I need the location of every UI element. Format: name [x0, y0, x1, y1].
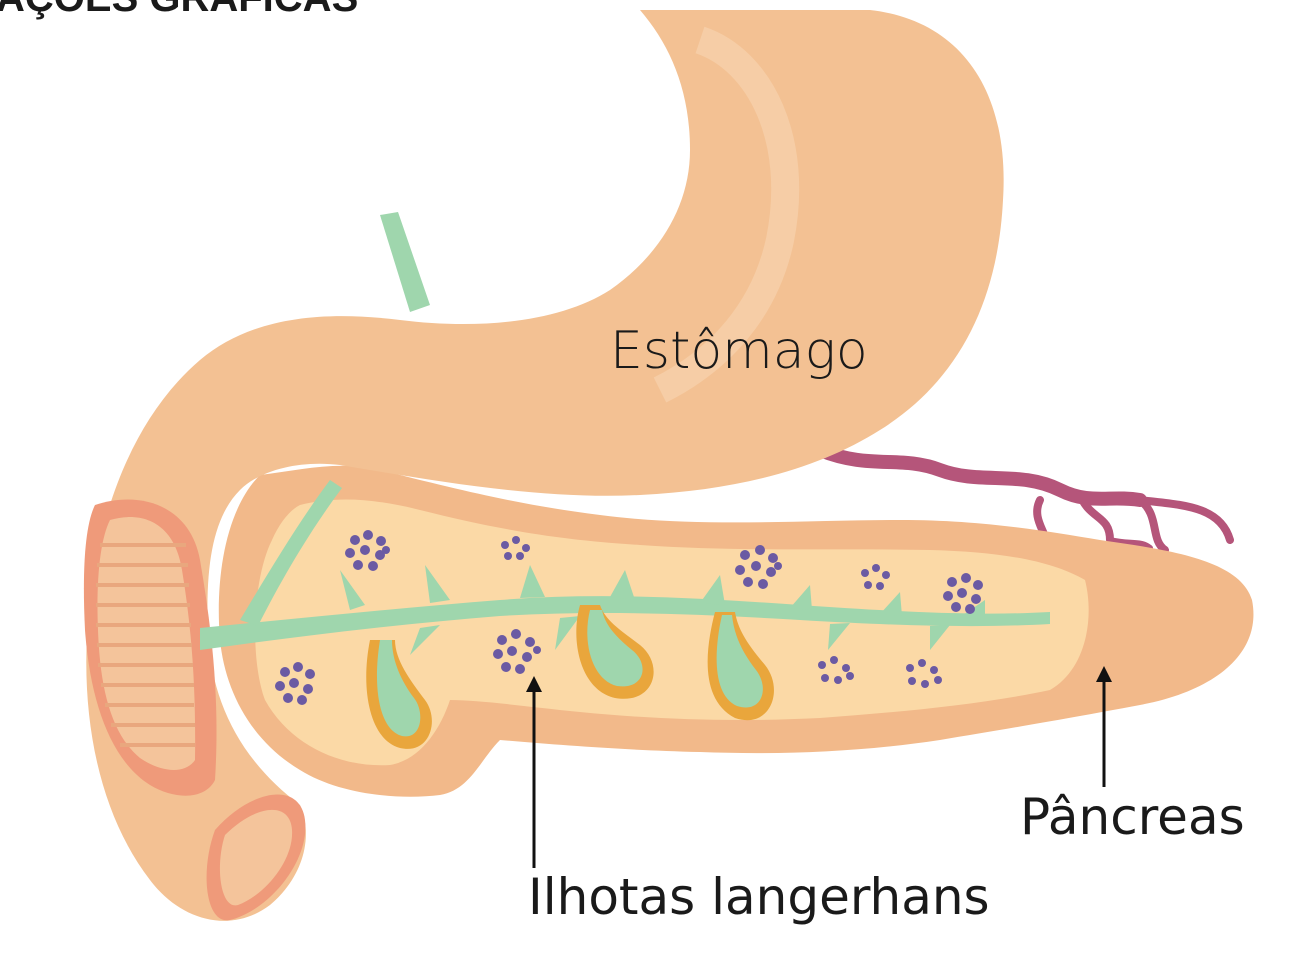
stomach-label: Estômago — [610, 325, 868, 377]
page-title: AÇÕES GRÁFICAS — [0, 0, 358, 18]
bile-duct — [380, 212, 430, 312]
pancreas-label: Pâncreas — [1020, 792, 1245, 842]
islets-label: Ilhotas langerhans — [528, 872, 990, 922]
